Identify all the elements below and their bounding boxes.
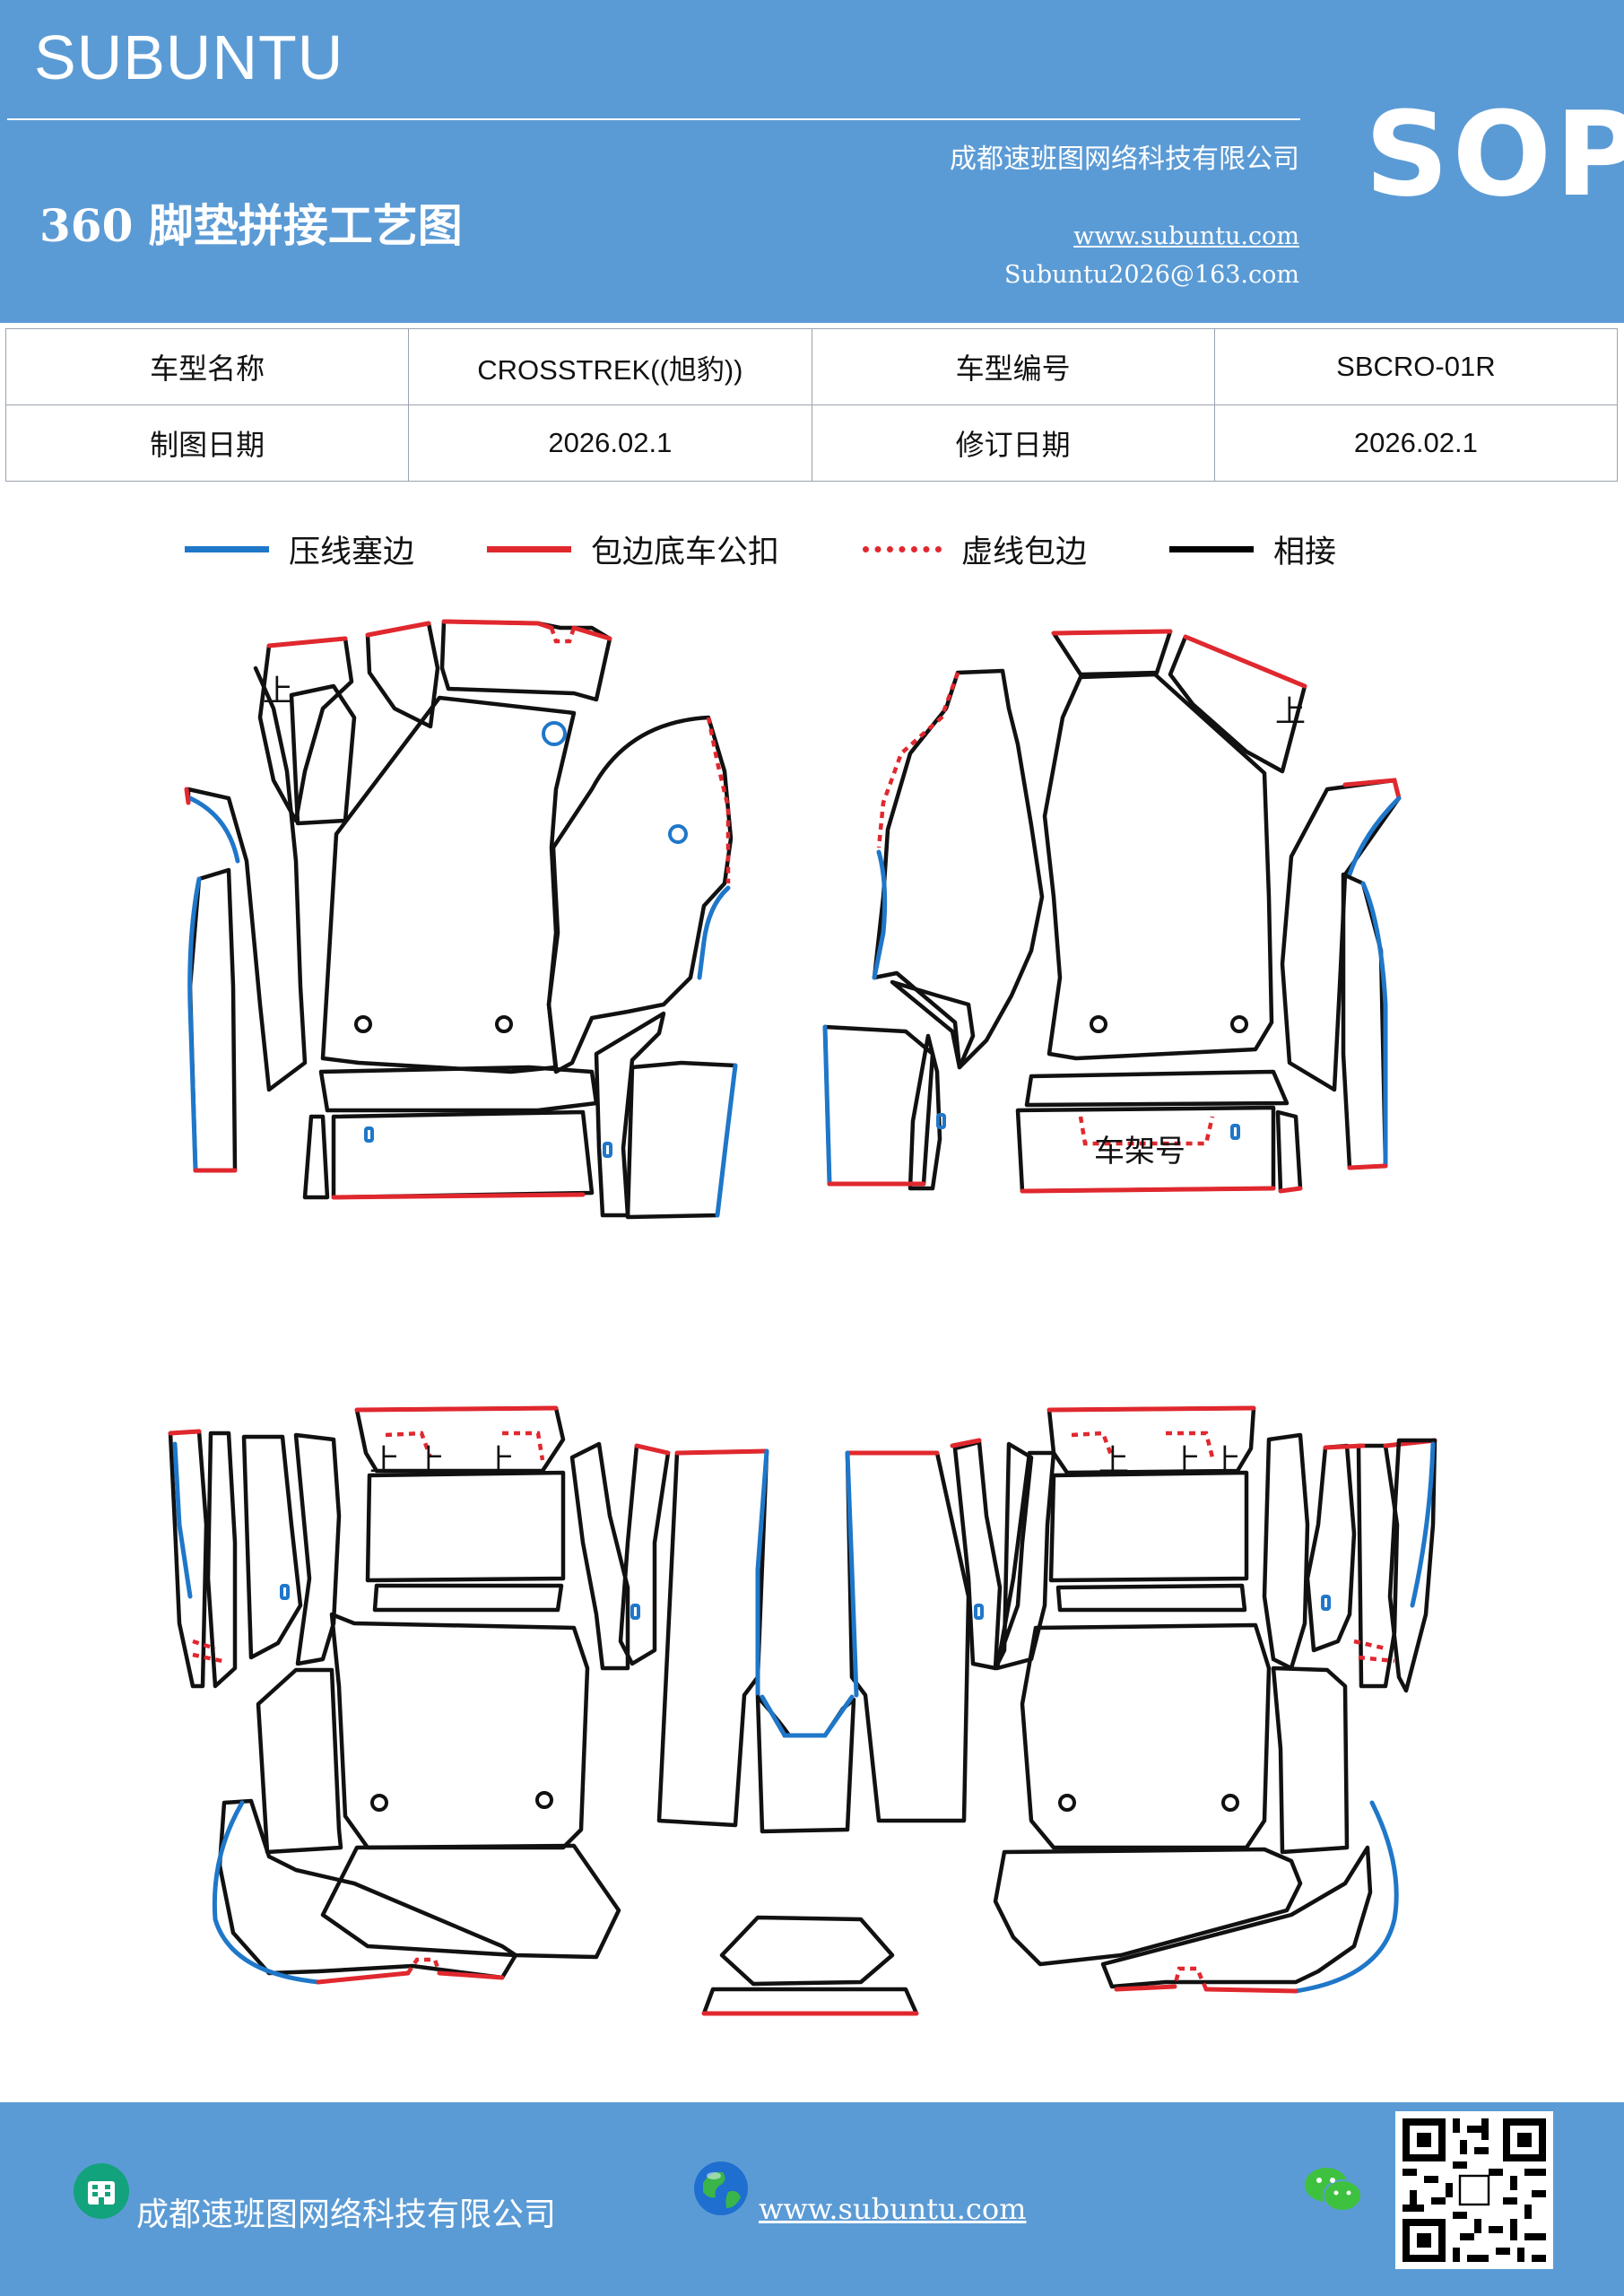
- rear-right-mat-group: 上 上 上: [950, 1405, 1437, 1994]
- legend-label: 包边底车公扣: [591, 534, 780, 570]
- front-left-mat-group: 上: [184, 619, 738, 1220]
- wechat-icon: [1305, 2168, 1362, 2212]
- up-mark-rear-right-3: 上: [1211, 1443, 1241, 1479]
- legend-item-dotted-edge: 虚线包边: [863, 522, 1087, 576]
- qr-code[interactable]: [1395, 2111, 1553, 2269]
- page-title: 360 脚垫拼接工艺图: [39, 199, 463, 252]
- legend-swatch-black: [1169, 545, 1254, 552]
- up-mark: 上: [263, 674, 293, 709]
- company-name: 成都速班图网络科技有限公司: [950, 144, 1299, 175]
- legend-label: 虚线包边: [961, 534, 1088, 570]
- sop-badge: SOP: [1365, 86, 1624, 222]
- header-divider: [7, 118, 1300, 120]
- building-icon: [74, 2163, 129, 2219]
- draw-date-value: 2026.02.1: [408, 404, 812, 482]
- model-name-value: CROSSTREK((旭豹)): [408, 328, 812, 405]
- model-code-label: 车型编号: [811, 328, 1215, 405]
- up-mark-rear-right-2: 上: [1170, 1443, 1201, 1479]
- legend-swatch-red: [487, 545, 571, 552]
- rear-left-mat-group: [168, 1405, 671, 1985]
- up-mark-rear-left-2: 上: [414, 1443, 445, 1479]
- footer-website-link[interactable]: www.subuntu.com: [759, 2192, 1027, 2226]
- up-mark-rear-left: 上: [369, 1443, 400, 1479]
- table-row: 制图日期 2026.02.1 修订日期 2026.02.1: [4, 404, 1619, 482]
- website-link[interactable]: www.subuntu.com: [1073, 222, 1299, 250]
- brand-name: SUBUNTU: [34, 22, 344, 92]
- model-name-label: 车型名称: [4, 328, 410, 405]
- rear-center-mat-group: [656, 1448, 971, 2016]
- legend-item-red-edge: 包边底车公扣: [487, 522, 779, 576]
- draw-date-label: 制图日期: [4, 404, 410, 482]
- revision-date-label: 修订日期: [811, 404, 1215, 482]
- table-row: 车型名称 CROSSTREK((旭豹)) 车型编号 SBCRO-01R: [4, 328, 1619, 405]
- frame-number-label: 车架号: [1094, 1134, 1185, 1170]
- vehicle-info-table: 车型名称 CROSSTREK((旭豹)) 车型编号 SBCRO-01R 制图日期…: [4, 328, 1619, 482]
- legend-item-press-line: 压线塞边: [185, 522, 414, 576]
- model-code-value: SBCRO-01R: [1213, 328, 1619, 405]
- globe-icon: [694, 2161, 748, 2215]
- up-mark-right: 上: [1275, 694, 1306, 730]
- up-mark-rear-left-3: 上: [484, 1443, 515, 1479]
- revision-date-value: 2026.02.1: [1213, 404, 1619, 482]
- legend-label: 相接: [1273, 534, 1337, 570]
- legend-swatch-blue: [185, 545, 269, 552]
- up-mark-rear-right: 上: [1099, 1443, 1129, 1479]
- legend-swatch-red-dotted: [863, 545, 942, 552]
- header-banner: [0, 0, 1624, 323]
- footer-company-name: 成都速班图网络科技有限公司: [136, 2196, 557, 2233]
- legend-label: 压线塞边: [289, 534, 415, 570]
- front-right-mat-group: 上 车架号: [822, 629, 1402, 1194]
- email-address[interactable]: Subuntu2026@163.com: [1004, 261, 1299, 289]
- legend-item-joint: 相接: [1169, 522, 1336, 576]
- rear-left-up-marks: 上 上 上: [369, 1443, 515, 1479]
